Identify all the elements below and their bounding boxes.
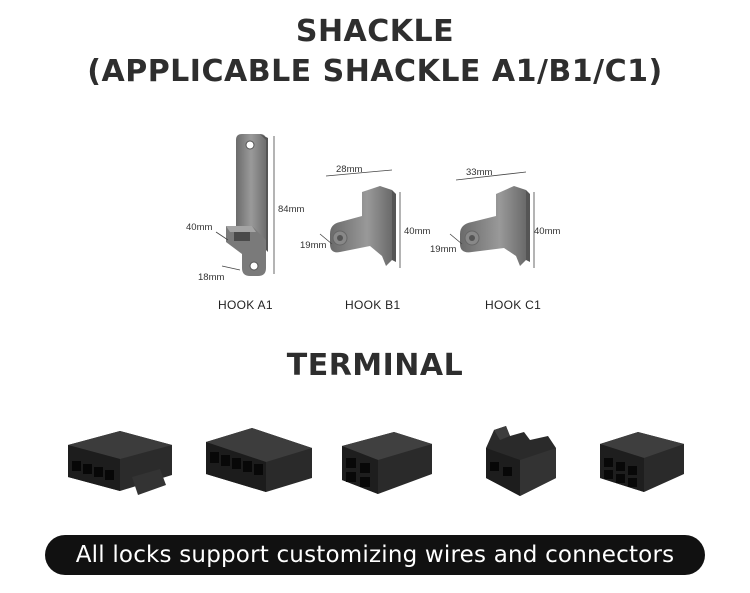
hook-b1: 28mm 19mm 40mm bbox=[300, 160, 440, 275]
hook-a1: 84mm 40mm 18mm bbox=[180, 128, 310, 288]
terminal-connector-3 bbox=[338, 422, 438, 502]
hook-b1-width-dim: 28mm bbox=[336, 164, 362, 175]
banner-text: All locks support customizing wires and … bbox=[75, 542, 675, 568]
connector-5-image bbox=[600, 432, 684, 492]
hook-c1-height-dim: 40mm bbox=[534, 226, 560, 237]
hook-b1-label: HOOK B1 bbox=[345, 298, 401, 312]
hook-c1-depth-dim: 19mm bbox=[430, 244, 456, 255]
hook-a1-width-dim: 18mm bbox=[198, 272, 224, 283]
terminal-title: TERMINAL bbox=[286, 348, 464, 383]
hook-a1-depth-dim: 40mm bbox=[186, 222, 212, 233]
hook-b1-height-dim: 40mm bbox=[404, 226, 430, 237]
hook-c1-image: 33mm 19mm 40mm bbox=[430, 167, 560, 268]
connector-4-image bbox=[486, 426, 556, 496]
customization-banner: All locks support customizing wires and … bbox=[45, 535, 705, 575]
hook-b1-depth-dim: 19mm bbox=[300, 240, 326, 251]
hook-c1: 33mm 19mm 40mm bbox=[430, 160, 570, 275]
connector-3-image bbox=[342, 432, 432, 494]
shackle-subtitle: (APPLICABLE SHACKLE A1/B1/C1) bbox=[87, 54, 663, 89]
terminal-connector-1 bbox=[60, 425, 180, 505]
connector-2-image bbox=[206, 428, 312, 492]
hook-c1-label: HOOK C1 bbox=[485, 298, 542, 312]
hook-a1-image: 84mm 40mm 18mm bbox=[186, 134, 304, 283]
terminal-connector-5 bbox=[594, 420, 694, 504]
hook-b1-image: 28mm 19mm 40mm bbox=[300, 164, 430, 268]
hook-a1-height-dim: 84mm bbox=[278, 204, 304, 215]
hook-c1-width-dim: 33mm bbox=[466, 167, 492, 178]
shackle-title: SHACKLE bbox=[295, 14, 455, 49]
hook-a1-label: HOOK A1 bbox=[218, 298, 273, 312]
terminal-connector-2 bbox=[200, 420, 320, 500]
terminal-connector-4 bbox=[476, 414, 566, 506]
connector-1-image bbox=[68, 431, 172, 495]
